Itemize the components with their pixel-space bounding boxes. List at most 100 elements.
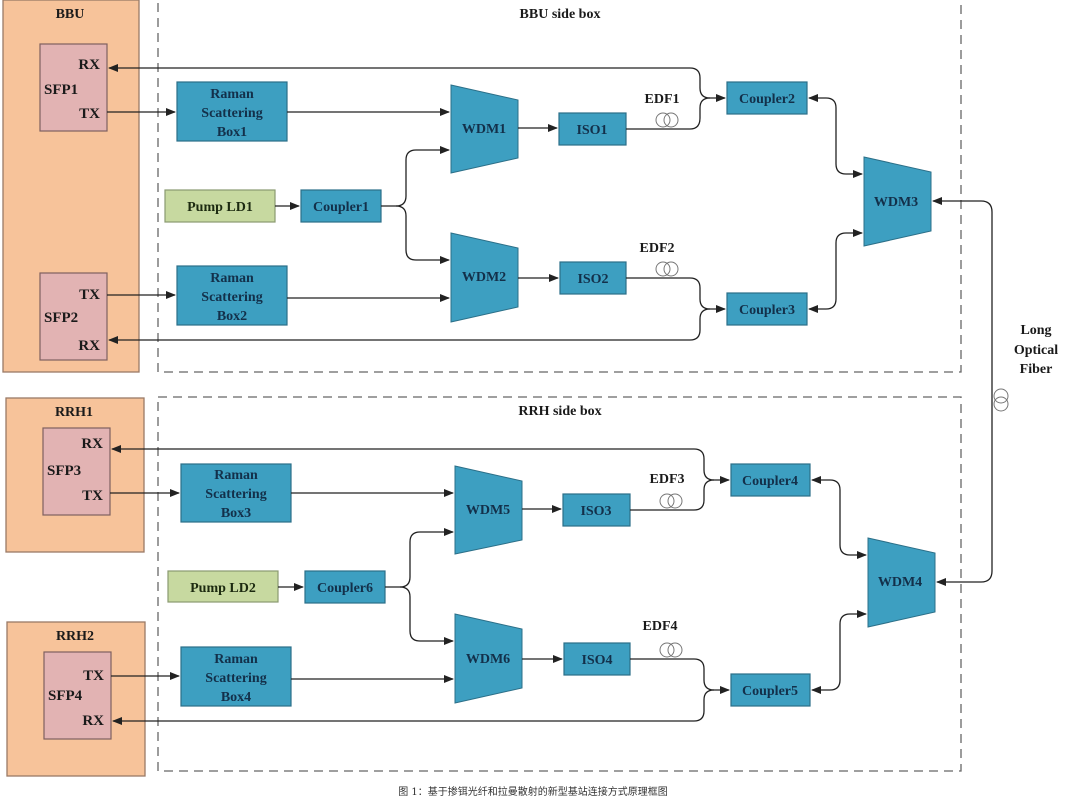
svg-text:Raman: Raman [210, 271, 254, 286]
raman-scattering-box2: Raman Scattering Box2 [176, 265, 288, 326]
edf4-label: EDF4 [643, 619, 678, 634]
raman-scattering-box4: Raman Scattering Box4 [180, 646, 292, 707]
wdm3: WDM3 [863, 156, 932, 247]
sfp1: RX SFP1 TX [39, 43, 108, 132]
coupler2: Coupler2 [726, 81, 808, 115]
svg-text:Coupler1: Coupler1 [313, 200, 369, 215]
link-coupler2-sfp1-rx [108, 64, 711, 99]
svg-text:Box3: Box3 [221, 506, 251, 521]
sfp1-tx-port: TX [79, 106, 100, 122]
coupler6: Coupler6 [304, 570, 386, 604]
svg-text:Coupler2: Coupler2 [739, 92, 795, 107]
link-coupler2-wdm3 [808, 94, 863, 178]
wdm4: WDM4 [867, 537, 936, 628]
svg-text:ISO1: ISO1 [576, 123, 607, 138]
sfp2: TX SFP2 RX [39, 272, 108, 361]
sfp1-name: SFP1 [44, 82, 78, 98]
svg-text:Pump LD2: Pump LD2 [190, 581, 256, 596]
svg-text:Raman: Raman [210, 87, 254, 102]
bbu-side-box [157, 0, 962, 373]
svg-text:ISO4: ISO4 [581, 653, 612, 668]
link-coupler1-wdm1 [381, 146, 450, 207]
sfp2-name: SFP2 [44, 310, 78, 326]
svg-text:Coupler5: Coupler5 [742, 684, 798, 699]
iso3: ISO3 [562, 493, 631, 527]
edf1-coil-icon [655, 112, 679, 128]
sfp3-name: SFP3 [47, 463, 81, 479]
bbu-connections [107, 64, 863, 344]
long-optical-fiber-line2: Optical [1014, 343, 1058, 358]
wdm6: WDM6 [454, 613, 523, 704]
svg-text:WDM1: WDM1 [462, 122, 506, 137]
wdm5: WDM5 [454, 465, 523, 555]
sfp3-tx-port: TX [82, 488, 103, 504]
svg-text:WDM4: WDM4 [878, 575, 922, 590]
link-coupler1-wdm2 [395, 205, 450, 264]
link-iso2-coupler3 [626, 277, 726, 313]
iso1: ISO1 [558, 112, 627, 146]
rrh-side-box-label: RRH side box [518, 404, 601, 419]
svg-text:WDM5: WDM5 [466, 503, 510, 518]
coupler4: Coupler4 [730, 463, 811, 497]
svg-text:WDM6: WDM6 [466, 652, 510, 667]
edf3-label: EDF3 [650, 472, 685, 487]
link-coupler6-wdm6 [399, 586, 454, 645]
rrh-side-box [157, 396, 962, 772]
edf2-label: EDF2 [640, 241, 675, 256]
coupler5: Coupler5 [730, 673, 811, 707]
sfp2-rx-port: RX [78, 338, 100, 354]
pump-ld2: Pump LD2 [167, 570, 279, 603]
link-iso3-coupler4 [630, 476, 730, 511]
rrh2-label: RRH2 [56, 629, 94, 644]
svg-text:Pump LD1: Pump LD1 [187, 200, 253, 215]
long-fiber-coil-icon [993, 388, 1009, 412]
raman-scattering-box3: Raman Scattering Box3 [180, 463, 292, 523]
sfp1-rx-port: RX [78, 57, 100, 73]
figure-caption: 图 1：基于掺铒光纤和拉曼散射的新型基站连接方式原理框图 [398, 787, 668, 798]
sfp2-tx-port: TX [79, 287, 100, 303]
link-coupler4-wdm4 [811, 476, 867, 559]
sfp3: RX SFP3 TX [42, 427, 111, 516]
svg-text:Coupler3: Coupler3 [739, 303, 795, 318]
long-optical-fiber-link [932, 197, 993, 586]
iso4: ISO4 [563, 642, 631, 676]
svg-text:Scattering: Scattering [201, 106, 262, 121]
svg-text:Scattering: Scattering [205, 487, 266, 502]
long-optical-fiber-line3: Fiber [1020, 362, 1053, 377]
link-coupler3-sfp2-rx [108, 308, 711, 344]
wdm1: WDM1 [450, 84, 519, 174]
svg-text:Box2: Box2 [217, 309, 247, 324]
link-coupler3-wdm3 [808, 229, 863, 313]
sfp4-tx-port: TX [83, 668, 104, 684]
long-optical-fiber-line1: Long [1020, 323, 1051, 338]
link-iso1-coupler2 [626, 94, 726, 130]
edf4-coil-icon [659, 642, 683, 658]
svg-text:Scattering: Scattering [201, 290, 262, 305]
svg-text:Coupler6: Coupler6 [317, 581, 373, 596]
link-coupler6-wdm5 [385, 528, 454, 588]
svg-text:Box1: Box1 [217, 125, 247, 140]
svg-text:Box4: Box4 [221, 690, 251, 705]
link-coupler5-sfp4-rx [112, 689, 715, 725]
svg-text:ISO2: ISO2 [577, 272, 608, 287]
link-iso4-coupler5 [630, 658, 730, 694]
svg-text:Raman: Raman [214, 652, 258, 667]
svg-text:WDM3: WDM3 [874, 195, 918, 210]
bbu-label: BBU [56, 7, 85, 22]
coupler1: Coupler1 [300, 189, 382, 223]
sfp3-rx-port: RX [81, 436, 103, 452]
rrh1-label: RRH1 [55, 405, 93, 420]
svg-text:ISO3: ISO3 [580, 504, 611, 519]
link-coupler4-sfp3-rx [111, 445, 715, 481]
bbu-side-box-label: BBU side box [520, 7, 601, 22]
rrh1-unit [5, 397, 145, 553]
sfp4-rx-port: RX [82, 713, 104, 729]
rrh-connections [110, 445, 867, 725]
pump-ld1: Pump LD1 [164, 189, 276, 223]
sfp4: TX SFP4 RX [43, 651, 112, 740]
edf1-label: EDF1 [645, 92, 680, 107]
svg-text:Raman: Raman [214, 468, 258, 483]
raman-scattering-box1: Raman Scattering Box1 [176, 81, 288, 142]
iso2: ISO2 [559, 261, 627, 295]
